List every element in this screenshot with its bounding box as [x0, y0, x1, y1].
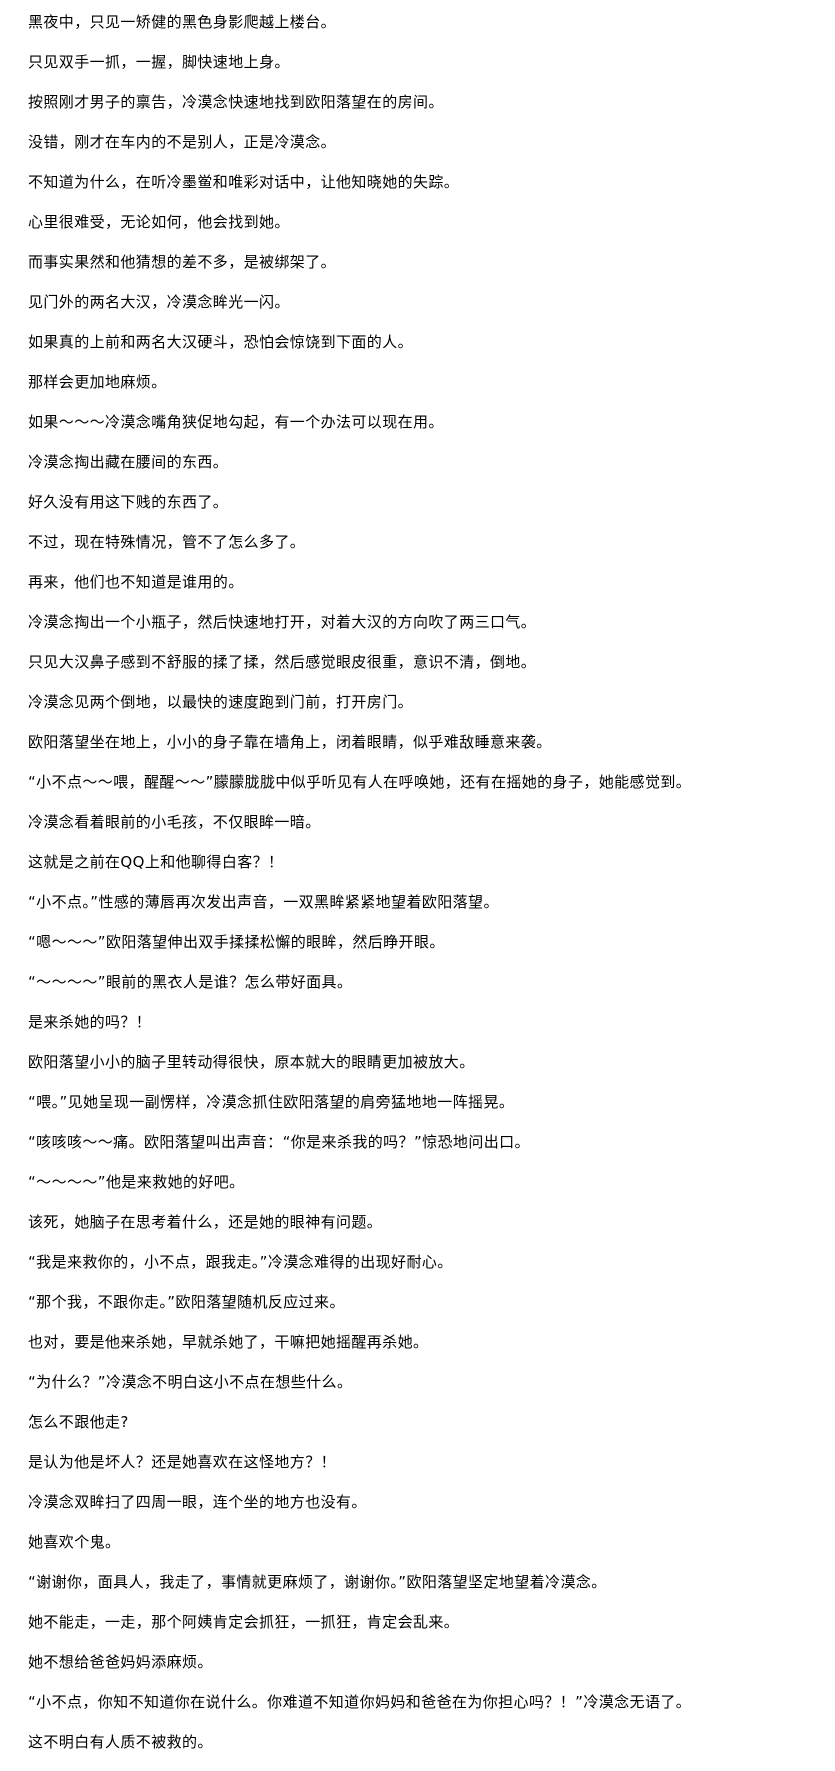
- paragraph: 好久没有用这下贱的东西了。: [28, 493, 229, 511]
- paragraph: 不过，现在特殊情况，管不了怎么多了。: [28, 533, 306, 551]
- paragraph: 而事实果然和他猜想的差不多，是被绑架了。: [28, 253, 337, 271]
- paragraph: 是认为他是坏人？还是她喜欢在这怪地方？！: [28, 1453, 337, 1471]
- paragraph: 只见双手一抓，一握，脚快速地上身。: [28, 53, 290, 71]
- paragraph: 黑夜中，只见一矫健的黑色身影爬越上楼台。: [28, 13, 337, 31]
- paragraph: “为什么？”冷漠念不明白这小不点在想些什么。: [28, 1373, 353, 1391]
- paragraph: 也对，要是他来杀她，早就杀她了，干嘛把她摇醒再杀她。: [28, 1333, 429, 1351]
- paragraph: 如果～～～冷漠念嘴角狭促地勾起，有一个办法可以现在用。: [28, 413, 444, 431]
- paragraph: 不知道为什么，在听冷墨鲎和唯彩对话中，让他知晓她的失踪。: [28, 173, 460, 191]
- paragraph: 按照刚才男子的禀告，冷漠念快速地找到欧阳落望在的房间。: [28, 93, 444, 111]
- paragraph: 该死，她脑子在思考着什么，还是她的眼神有问题。: [28, 1213, 383, 1231]
- paragraph: “咳咳咳～～痛。欧阳落望叫出声音：“你是来杀我的吗？”惊恐地问出口。: [28, 1133, 530, 1151]
- paragraph: “喂。”见她呈现一副愣样，冷漠念抓住欧阳落望的肩旁猛地地一阵摇晃。: [28, 1093, 515, 1111]
- paragraph: 冷漠念掏出一个小瓶子，然后快速地打开，对着大汉的方向吹了两三口气。: [28, 613, 537, 631]
- paragraph: 她不能走，一走，那个阿姨肯定会抓狂，一抓狂，肯定会乱来。: [28, 1613, 460, 1631]
- paragraph: “那个我，不跟你走。”欧阳落望随机反应过来。: [28, 1293, 345, 1311]
- paragraph: 她不想给爸爸妈妈添麻烦。: [28, 1653, 213, 1671]
- paragraph: “小不点，你知不知道你在说什么。你难道不知道你妈妈和爸爸在为你担心吗？！”冷漠念…: [28, 1693, 692, 1711]
- paragraph: 欧阳落望小小的脑子里转动得很快，原本就大的眼睛更加被放大。: [28, 1053, 475, 1071]
- paragraph: “小不点。”性感的薄唇再次发出声音，一双黑眸紧紧地望着欧阳落望。: [28, 893, 499, 911]
- paragraph: 这就是之前在QQ上和他聊得白客？！: [28, 853, 284, 871]
- paragraph: 再来，他们也不知道是谁用的。: [28, 573, 244, 591]
- paragraph: “谢谢你，面具人，我走了，事情就更麻烦了，谢谢你。”欧阳落望坚定地望着冷漠念。: [28, 1573, 607, 1591]
- paragraph: 冷漠念看着眼前的小毛孩，不仅眼眸一暗。: [28, 813, 321, 831]
- paragraph: “我是来救你的，小不点，跟我走。”冷漠念难得的出现好耐心。: [28, 1253, 453, 1271]
- paragraph: 是来杀她的吗？！: [28, 1013, 152, 1031]
- paragraph: “嗯～～～”欧阳落望伸出双手揉揉松懈的眼眸，然后睁开眼。: [28, 933, 445, 951]
- paragraph: 心里很难受，无论如何，他会找到她。: [28, 213, 290, 231]
- paragraph: 冷漠念见两个倒地，以最快的速度跑到门前，打开房门。: [28, 693, 414, 711]
- paragraph: 没错，刚才在车内的不是别人，正是冷漠念。: [28, 133, 337, 151]
- paragraph: 那样会更加地麻烦。: [28, 373, 167, 391]
- paragraph: 她喜欢个鬼。: [28, 1533, 121, 1551]
- paragraph: 冷漠念双眸扫了四周一眼，连个坐的地方也没有。: [28, 1493, 367, 1511]
- paragraph: 如果真的上前和两名大汉硬斗，恐怕会惊饶到下面的人。: [28, 333, 414, 351]
- paragraph: 见门外的两名大汉，冷漠念眸光一闪。: [28, 293, 290, 311]
- paragraph: 只见大汉鼻子感到不舒服的揉了揉，然后感觉眼皮很重，意识不清，倒地。: [28, 653, 537, 671]
- paragraph: “小不点～～喂，醒醒～～”朦朦胧胧中似乎听见有人在呼唤她，还有在摇她的身子，她能…: [28, 773, 692, 791]
- paragraph: 冷漠念掏出藏在腰间的东西。: [28, 453, 229, 471]
- paragraph: 这不明白有人质不被救的。: [28, 1733, 213, 1751]
- paragraph: 怎么不跟他走?: [28, 1413, 129, 1431]
- paragraph: “～～～～”眼前的黑衣人是谁？怎么带好面具。: [28, 973, 353, 991]
- paragraph: 欧阳落望坐在地上，小小的身子靠在墙角上，闭着眼睛，似乎难敌睡意来袭。: [28, 733, 552, 751]
- paragraph: “～～～～”他是来救她的好吧。: [28, 1173, 245, 1191]
